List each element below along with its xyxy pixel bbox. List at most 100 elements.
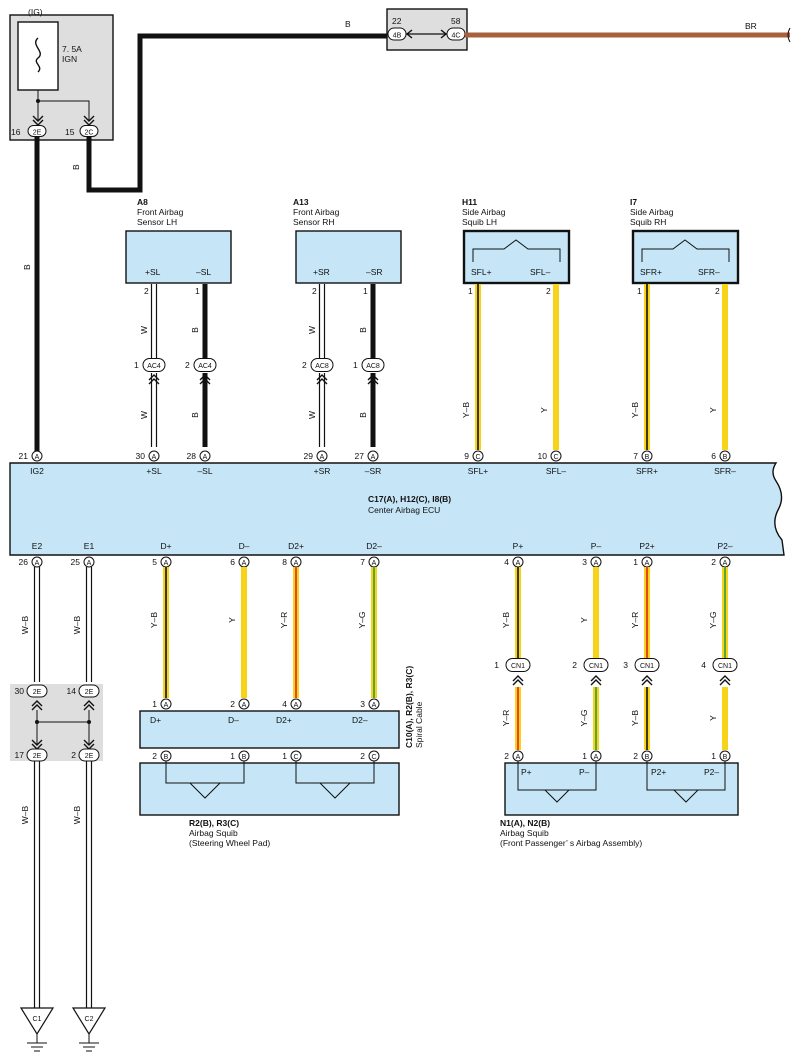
gj-bot-conn-e1: 2E xyxy=(85,753,94,760)
a13-name2: Sensor RH xyxy=(293,217,335,227)
spiral-top-pinnum-dm: 2 xyxy=(230,699,235,709)
gj-bot-pill-e1 xyxy=(78,748,100,762)
squib-pass-loop-2 xyxy=(646,761,726,791)
comp-pin-sfrm: 2 xyxy=(715,286,720,296)
ecu-conn-sflm: C xyxy=(553,454,558,461)
top-link-arrows xyxy=(405,29,448,39)
fuse-out-right-conn: 2C xyxy=(85,130,94,137)
gj-top-pinnum-e2: 30 xyxy=(15,686,25,696)
ecu-pin-sflp xyxy=(472,450,484,462)
spiral-name: Spiral Cable xyxy=(414,701,424,748)
ground-triangle-e2 xyxy=(19,1007,55,1036)
ecu-label-msl: –SL xyxy=(197,466,212,476)
fuse-group-label: (IG) xyxy=(28,7,43,17)
spiral-code: C10(A), R2(B), R3(C) xyxy=(404,666,414,748)
spiral-top-pinnum-dp: 1 xyxy=(152,699,157,709)
ecu-conn-msr: A xyxy=(371,454,376,461)
inline-msr-conn: AC8 xyxy=(366,363,380,370)
squib-driver-code: R2(B), R3(C) xyxy=(189,818,239,828)
spiral-top-pinnum-d2p: 4 xyxy=(282,699,287,709)
squib-driver-v-2 xyxy=(319,782,351,799)
fuse-out-right-pin: 15 xyxy=(65,127,75,137)
spiral-bot-pinnum-d2p: 1 xyxy=(282,751,287,761)
wire-pm-label: Y xyxy=(579,617,589,623)
a8-box xyxy=(125,230,232,284)
ecu-pin-ig2 xyxy=(31,450,43,462)
spiral-terminal-1: D+ xyxy=(150,715,161,725)
top-conn-right-conn: 4C xyxy=(452,33,461,40)
i7-name2: Squib RH xyxy=(630,217,666,227)
spiral-bot-pinnum-dp: 2 xyxy=(152,751,157,761)
ecu-bot-pinnum-d2p: 8 xyxy=(282,557,287,567)
squib-pass-terminal-3: P2+ xyxy=(651,767,666,777)
squib-pass-terminal-4: P2– xyxy=(704,767,719,777)
wire-psr-label-top: W xyxy=(307,326,317,334)
gj-top-pill-e1 xyxy=(78,684,100,698)
ecu-bot-pin-e1 xyxy=(83,556,95,568)
ecu-bot-pinnum-dm: 6 xyxy=(230,557,235,567)
ecu-pin-msl xyxy=(199,450,211,462)
ecu-conn-msl: A xyxy=(203,454,208,461)
spiral-bot-conn-dm: B xyxy=(242,754,247,761)
ecu-pinnum-msl: 28 xyxy=(187,451,197,461)
diagram-labels: (IG) 7. 5A IGN 16 2E 15 2C B B B 22 4B 5… xyxy=(11,7,757,1023)
a13-terminal-plus: +SR xyxy=(313,267,330,277)
ecu-bot-conn-d2p: A xyxy=(294,560,299,567)
ecu-pinnum-psr: 29 xyxy=(304,451,314,461)
ecu-pin-sfrp xyxy=(641,450,653,462)
wire-psl-label-bot: W xyxy=(139,411,149,419)
wire-sfrp-label: Y–B xyxy=(630,402,640,418)
squib-pass-code: N1(A), N2(B) xyxy=(500,818,550,828)
squib-driver-v-1 xyxy=(189,782,221,799)
ecu-bot-pinnum-e1: 25 xyxy=(71,557,81,567)
fuse-out-left-pill xyxy=(27,125,47,137)
cn1-pp-chevron xyxy=(512,675,524,686)
wire-sflp-label: Y–B xyxy=(461,402,471,418)
wire-dp-label: Y–B xyxy=(149,612,159,628)
gj-dot-left xyxy=(35,720,39,724)
ecu-bot-conn-e1: A xyxy=(87,560,92,567)
gj-dot-right xyxy=(87,720,91,724)
h11-name1: Side Airbag xyxy=(462,207,506,217)
inline-msr-pill xyxy=(361,358,385,372)
spiral-top-pin-d2m xyxy=(368,698,380,710)
cn1-p2p-pinnum: 3 xyxy=(623,660,628,670)
a8-code: A8 xyxy=(137,197,148,207)
gj-top-pinnum-e1: 14 xyxy=(67,686,77,696)
cn1-p2m-pill xyxy=(712,658,738,672)
ecu-code: C17(A), H12(C), I8(B) xyxy=(368,494,451,504)
wire-sfrm-label: Y xyxy=(708,407,718,413)
fuse-split-wire xyxy=(38,100,90,120)
inline-msl-pin: 2 xyxy=(185,360,190,370)
inline-psr-pill xyxy=(310,358,334,372)
a13-code: A13 xyxy=(293,197,309,207)
h11-name2: Squib LH xyxy=(462,217,497,227)
cn1-pm-pill xyxy=(583,658,609,672)
comp-pin-sfrp: 1 xyxy=(637,286,642,296)
cn1-p2p-pill xyxy=(634,658,660,672)
spiral-bot-conn-d2m: C xyxy=(371,754,376,761)
wire-e1-ground-label: W–B xyxy=(72,805,82,824)
diagram-shapes xyxy=(9,8,791,1052)
fuse-out-right-pill xyxy=(79,125,99,137)
pass-conn-pm: A xyxy=(594,754,599,761)
pass-pinnum-pp: 2 xyxy=(504,751,509,761)
squib-driver-loop-1 xyxy=(165,761,245,784)
ecu-label-ig2: IG2 xyxy=(30,466,44,476)
ecu-bot-conn-dm: A xyxy=(242,560,247,567)
spiral-bot-pinnum-d2m: 2 xyxy=(360,751,365,761)
wire-psl-label-top: W xyxy=(139,326,149,334)
ecu-bot-conn-p2m: A xyxy=(723,560,728,567)
ecu-label-sflm: SFL– xyxy=(546,466,567,476)
ecu-conn-sfrm: B xyxy=(723,454,728,461)
wire-p2m-low-label: Y xyxy=(708,715,718,721)
a8-terminal-minus: –SL xyxy=(196,267,211,277)
gj-top-conn-e1: 2E xyxy=(85,689,94,696)
wire-pp-low-label: Y–R xyxy=(501,710,511,727)
h11-squib-outline xyxy=(472,239,561,262)
i7-code: I7 xyxy=(630,197,637,207)
spiral-terminal-4: D2– xyxy=(352,715,368,725)
squib-pass-name1: Airbag Squib xyxy=(500,828,549,838)
wire-msl-label-top: B xyxy=(190,327,200,333)
top-conn-left-conn: 4B xyxy=(393,33,402,40)
